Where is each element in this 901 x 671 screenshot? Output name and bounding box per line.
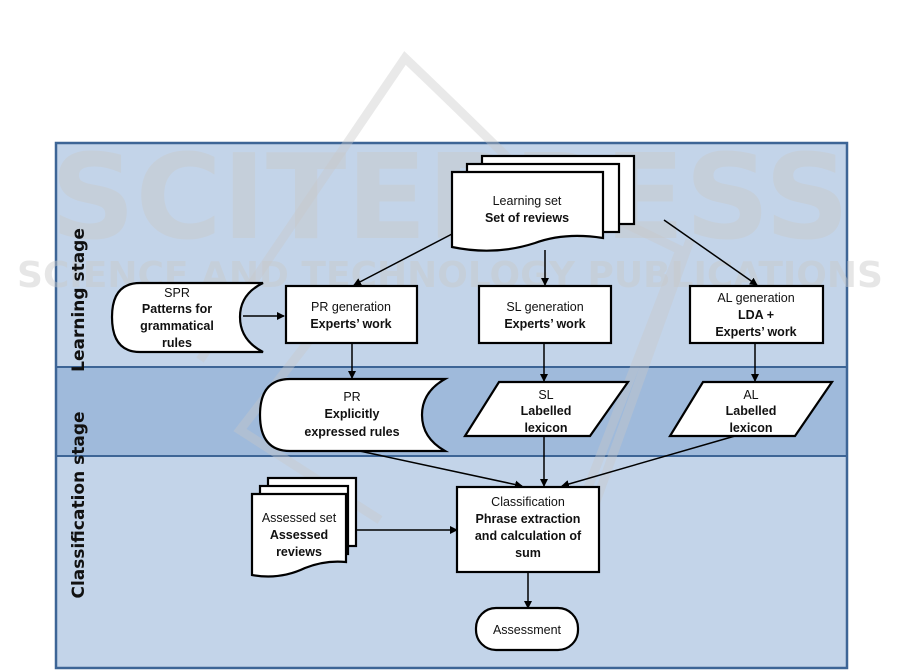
classification-line-3: sum xyxy=(515,546,541,560)
assessed-set-line-2: reviews xyxy=(276,545,322,559)
node-al-generation[interactable]: AL generation LDA + Experts’ work xyxy=(688,284,825,345)
edge-pr-classification xyxy=(354,449,523,489)
assessed-set-title: Assessed set xyxy=(262,511,337,525)
al-generation-line-1: LDA + xyxy=(738,308,774,322)
assessed-set-line-1: Assessed xyxy=(270,528,328,542)
assessment-label: Assessment xyxy=(493,623,562,637)
node-assessment[interactable]: Assessment xyxy=(474,606,580,652)
pr-generation-subtitle: Experts’ work xyxy=(310,317,391,331)
node-classification[interactable]: Classification Phrase extraction and cal… xyxy=(455,485,601,574)
lane-title-learning: Learning stage xyxy=(69,228,89,372)
node-pr-generation[interactable]: PR generation Experts’ work xyxy=(284,284,419,345)
learning-set-subtitle: Set of reviews xyxy=(485,211,569,225)
sl-title: SL xyxy=(538,388,553,402)
edge-learningset-algen xyxy=(663,219,758,286)
node-sl-generation[interactable]: SL generation Experts’ work xyxy=(477,284,613,345)
spr-line-2: grammatical xyxy=(140,319,214,333)
al-generation-line-2: Experts’ work xyxy=(715,325,796,339)
al-title: AL xyxy=(743,388,758,402)
classification-line-2: and calculation of xyxy=(475,529,582,543)
node-sl[interactable]: SL Labelled lexicon xyxy=(463,380,631,438)
learning-set-title: Learning set xyxy=(493,194,562,208)
node-al[interactable]: AL Labelled lexicon xyxy=(668,380,835,438)
node-assessed-set[interactable]: Assessed set Assessed reviews xyxy=(250,476,358,578)
watermark: SCITEPRESS SCIENCE AND TECHNOLOGY PUBLIC… xyxy=(17,51,883,562)
edges xyxy=(243,219,759,609)
al-line-1: Labelled xyxy=(726,404,777,418)
pr-line-2: expressed rules xyxy=(304,425,399,439)
sl-generation-title: SL generation xyxy=(506,300,583,314)
edge-learningset-prgen xyxy=(353,233,453,286)
spr-line-3: rules xyxy=(162,336,192,350)
node-learning-set[interactable]: Learning set Set of reviews xyxy=(450,154,636,252)
node-spr[interactable]: SPR Patterns for grammatical rules xyxy=(110,281,264,354)
pr-title: PR xyxy=(343,390,360,404)
lane-classification-bg xyxy=(56,456,847,668)
classification-title: Classification xyxy=(491,495,565,509)
pr-line-1: Explicitly xyxy=(325,407,380,421)
classification-line-1: Phrase extraction xyxy=(476,512,581,526)
sl-generation-subtitle: Experts’ work xyxy=(504,317,585,331)
lane-title-classification: Classification stage xyxy=(69,411,89,598)
watermark-title: SCITEPRESS xyxy=(50,128,849,266)
pr-generation-title: PR generation xyxy=(311,300,391,314)
al-generation-title: AL generation xyxy=(717,291,794,305)
spr-line-1: Patterns for xyxy=(142,302,212,316)
sl-line-2: lexicon xyxy=(524,421,567,435)
edge-al-classification xyxy=(561,435,736,488)
spr-title: SPR xyxy=(164,286,190,300)
frame-border xyxy=(54,141,849,670)
sl-line-1: Labelled xyxy=(521,404,572,418)
al-line-2: lexicon xyxy=(729,421,772,435)
node-pr[interactable]: PR Explicitly expressed rules xyxy=(258,377,450,453)
